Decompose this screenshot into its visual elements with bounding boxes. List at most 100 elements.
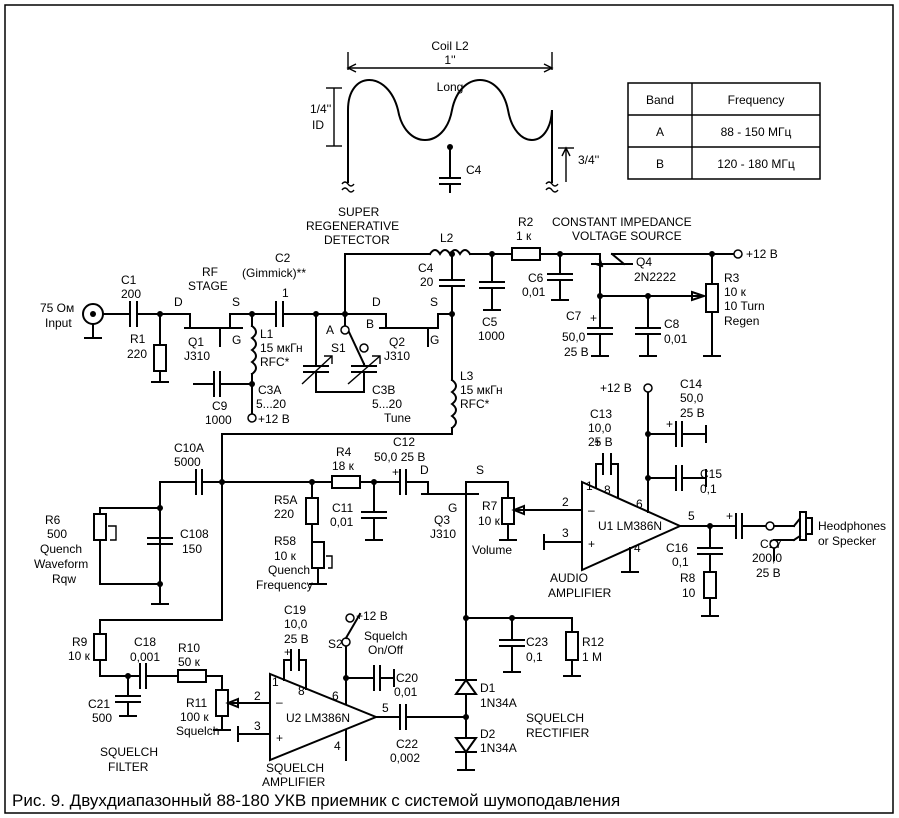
c19-voltage: 25 В — [284, 632, 309, 646]
coil-id-label: ID — [312, 118, 324, 132]
c20-label: C20 — [396, 671, 418, 685]
s1-label: S1 — [331, 341, 346, 355]
r1-value: 220 — [127, 347, 147, 361]
r10-value: 50 к — [178, 655, 201, 669]
c17-voltage: 25 В — [756, 566, 781, 580]
u2-pin8: 8 — [298, 684, 305, 698]
u1-pin5: 5 — [688, 509, 695, 523]
c19-value: 10,0 — [284, 617, 308, 631]
u1-pin1: 1 — [586, 479, 593, 493]
r11-value: 100 к — [180, 710, 209, 724]
squelch-pot-label: Squelch — [176, 724, 219, 738]
u2-minus: – — [276, 695, 283, 709]
c14-voltage: 25 В — [680, 406, 705, 420]
vsource-label-2: VOLTAGE SOURCE — [572, 229, 682, 243]
u2-pin2: 2 — [254, 689, 261, 703]
u1-pin6: 6 — [636, 497, 643, 511]
c3b-value: 5...20 — [372, 397, 402, 411]
q3-s: S — [476, 463, 484, 477]
coil-length: 1'' — [444, 53, 455, 67]
band-header: Band — [646, 93, 674, 107]
q4-value: 2N2222 — [634, 270, 676, 284]
u2-plus: + — [276, 731, 283, 745]
qfreq-label-1: Quench — [268, 563, 310, 577]
c11-label: C11 — [332, 501, 353, 515]
r11-label: R11 — [186, 696, 207, 710]
c2-label: C2 — [275, 251, 291, 265]
c13-plus: + — [594, 435, 601, 449]
audio-amplifier: – + U1 LM386N 2 3 + C13 10,0 25 В 1 8 6 … — [543, 377, 886, 617]
s1-a: A — [326, 323, 334, 337]
plus12-main: +12 В — [746, 247, 778, 261]
c5-value: 1000 — [478, 329, 505, 343]
vsource-label-1: CONSTANT IMPEDANCE — [552, 215, 692, 229]
q1-d: D — [174, 295, 183, 309]
c6-label: C6 — [528, 271, 544, 285]
r12-value: 1 М — [582, 650, 602, 664]
u2-pin1: 1 — [272, 675, 279, 689]
q2-s: S — [430, 295, 438, 309]
r4-label: R4 — [336, 445, 352, 459]
c15-value: 0,1 — [700, 482, 717, 496]
d1-value: 1N34A — [480, 696, 517, 710]
q2-label: Q2 — [389, 335, 405, 349]
q2-d: D — [372, 295, 381, 309]
band-a: A — [656, 125, 664, 139]
c21-label: C21 — [88, 697, 110, 711]
u1-plus: + — [588, 537, 595, 551]
band-table: Band Frequency A 88 - 150 МГц B 120 - 18… — [627, 82, 821, 180]
input-label-2: Input — [45, 316, 72, 330]
input-label: 75 Ом — [40, 301, 74, 315]
plus12-audio: +12 В — [600, 381, 632, 395]
l3-type: RFC* — [460, 397, 490, 411]
d2-value: 1N34A — [480, 741, 517, 755]
c8-label: C8 — [664, 317, 680, 331]
r5a-label: R5A — [274, 493, 297, 507]
u2-label: U2 LM386N — [286, 711, 350, 725]
c11-value: 0,01 — [330, 515, 354, 529]
detector: C3A 5...20 A B S1 C3B 5...20 Tune D S G … — [221, 205, 778, 621]
figure-border — [4, 4, 894, 814]
r4-value: 18 к — [332, 459, 355, 473]
band-b: B — [656, 157, 664, 171]
detector-label-3: DETECTOR — [324, 233, 390, 247]
coil-detail: Coil L2 1'' Long C4 1/4'' ID 3/4'' — [310, 39, 599, 193]
r1-label: R1 — [130, 332, 146, 346]
c2-value: 1 — [282, 286, 289, 300]
c13-value: 10,0 — [588, 421, 612, 435]
c108-label: C108 — [180, 527, 209, 541]
c7-label: C7 — [566, 309, 582, 323]
u2-pin6: 6 — [332, 689, 339, 703]
c9-label: C9 — [212, 399, 228, 413]
c19-label: C19 — [284, 603, 306, 617]
squelch-rectifier: C23 0,1 R12 1 М D1 1N34A D2 1N34A SQUELC… — [454, 615, 604, 771]
c2-note: (Gimmick)** — [242, 266, 306, 280]
squelch-rect-label-1: SQUELCH — [526, 711, 584, 725]
volume-label: Volume — [472, 543, 512, 557]
quench-label-3: Rqw — [52, 572, 76, 586]
r9-value: 10 к — [68, 649, 91, 663]
coil-cap-label: C4 — [466, 163, 482, 177]
l3-label: L3 — [460, 369, 474, 383]
r2-value: 1 к — [516, 229, 532, 243]
quench-network: C10A 5000 R6 500 Quench Waveform Rqw C10… — [34, 435, 557, 681]
c16-label: C16 — [666, 541, 688, 555]
r12-label: R12 — [582, 635, 604, 649]
squelch-filter-label-1: SQUELCH — [100, 745, 158, 759]
squelch-amplifier: – + U2 LM386N 2 3 + C19 10,0 25 В 1 8 6 … — [237, 603, 467, 789]
q3-label: Q3 — [434, 513, 450, 527]
coil-long: Long — [437, 80, 464, 94]
u1-pin3: 3 — [562, 526, 569, 540]
c6-value: 0,01 — [522, 285, 546, 299]
squelch-amp-label-1: SQUELCH — [266, 761, 324, 775]
band-a-freq: 88 - 150 МГц — [721, 125, 792, 139]
q2-g: G — [430, 333, 439, 347]
c7-value: 50,0 — [562, 330, 586, 344]
c16-value: 0,1 — [672, 555, 689, 569]
l2-label: L2 — [440, 231, 454, 245]
r8-label: R8 — [680, 571, 696, 585]
c10a-value: 5000 — [174, 455, 201, 469]
squelch-switch-label-1: Squelch — [364, 629, 407, 643]
